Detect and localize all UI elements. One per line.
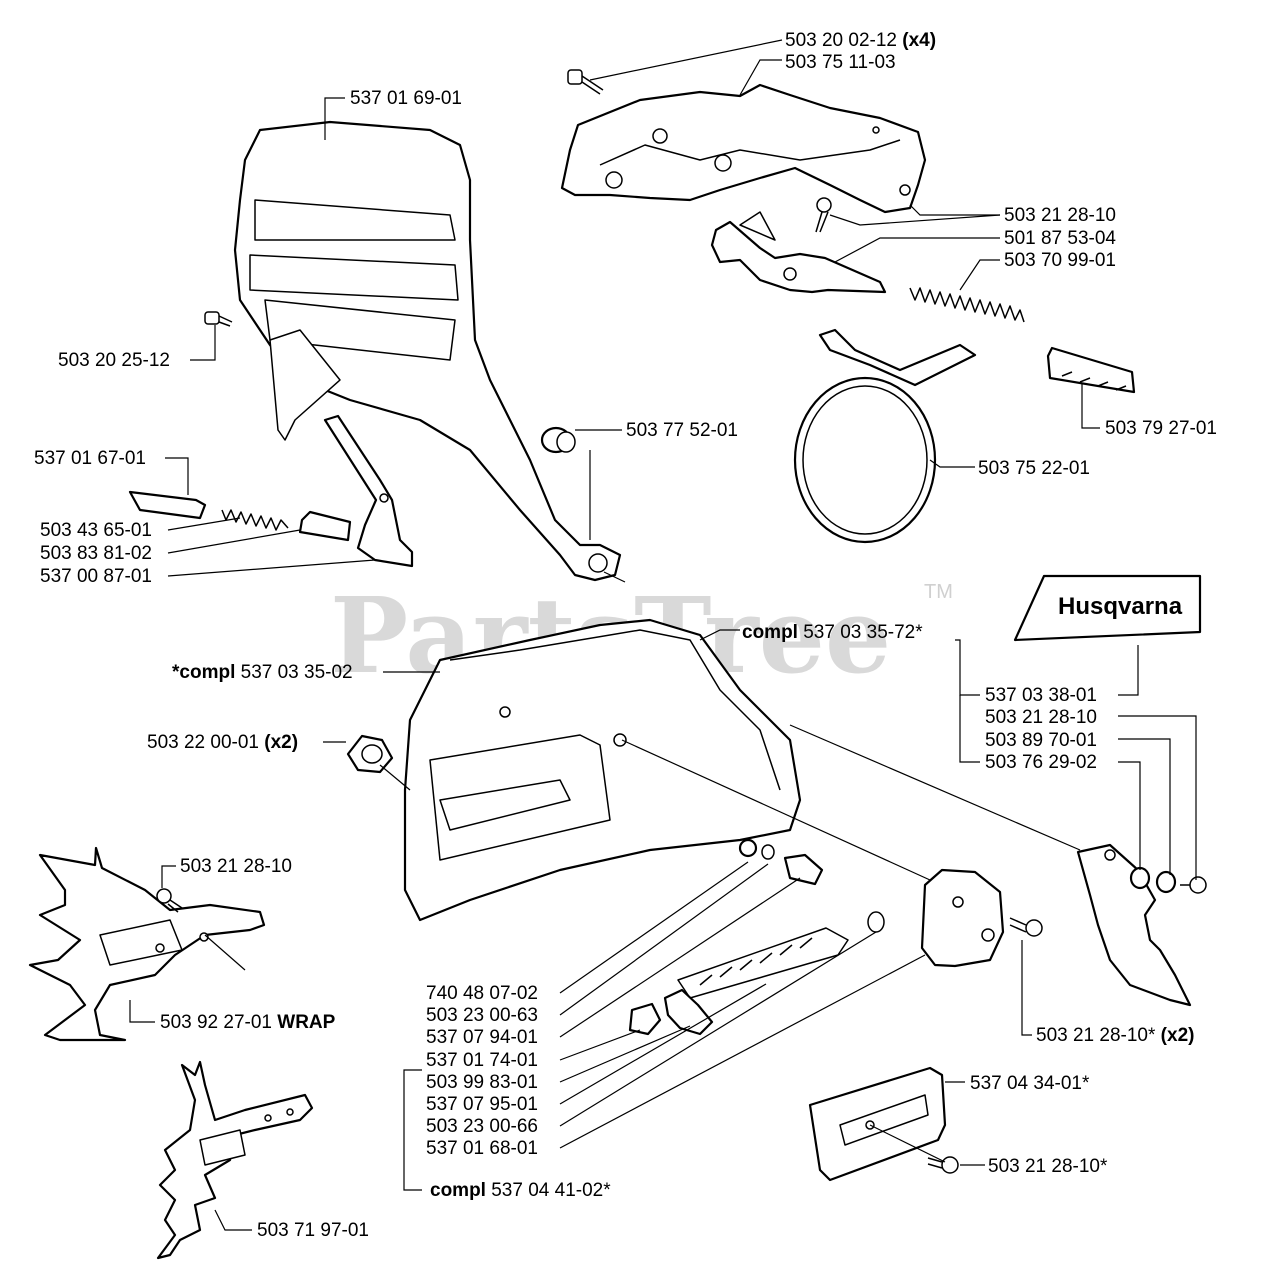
svg-text:503 20 02-12 (x4): 503 20 02-12 (x4) (785, 30, 936, 51)
label-537-03-35-72: 537 03 35-72* (803, 622, 923, 643)
label-503-21-28-10-e: 503 21 28-10* (988, 1156, 1108, 1177)
label-503-70-99-01: 503 70 99-01 (1004, 250, 1116, 271)
label-501-87-53-04: 501 87 53-04 (1004, 228, 1116, 249)
lever-537-00-87-01[interactable] (323, 414, 414, 568)
watermark-tm: TM (924, 581, 953, 603)
label-537-04-41-02: 537 04 41-02* (491, 1180, 611, 1201)
screw-537-04-34-side[interactable] (927, 1156, 959, 1174)
block-503-83-81-02[interactable] (298, 510, 352, 542)
label-503-43-65-01: 503 43 65-01 (40, 520, 152, 541)
label-537-03-35-02: 537 03 35-02 (241, 662, 353, 683)
label-537-07-95-01: 537 07 95-01 (426, 1094, 538, 1115)
brake-band[interactable] (793, 328, 977, 544)
label-503-20-02-12: 503 20 02-12 (785, 30, 897, 51)
decal-brand-text: Husqvarna (1058, 593, 1183, 620)
part-labels: 503 20 02-12 (x4) 503 75 11-03 537 01 69… (34, 30, 1217, 1241)
tensioner-washer[interactable] (738, 838, 775, 860)
brake-lever[interactable] (710, 211, 887, 294)
label-503-76-29-02: 503 76 29-02 (985, 752, 1097, 773)
svg-text:compl 537 03 35-72*: compl 537 03 35-72* (742, 622, 923, 643)
front-handguard[interactable] (233, 120, 622, 582)
label-503-21-28-10-a: 503 21 28-10 (1004, 205, 1116, 226)
label-compl-c: compl (430, 1180, 486, 1201)
label-537-01-74-01: 537 01 74-01 (426, 1050, 538, 1071)
spring-503-70-99-01[interactable] (909, 287, 1025, 323)
bushing-503-77-52-01[interactable] (540, 426, 576, 454)
plate-537-01-68-01[interactable] (920, 868, 1005, 968)
screw-537-01-68-side[interactable] (1009, 917, 1043, 937)
label-503-75-11-03: 503 75 11-03 (785, 52, 896, 73)
chain-guard-plate[interactable] (560, 83, 927, 214)
tensioner-screw[interactable] (677, 927, 849, 999)
screw-503-20-25-12[interactable] (204, 311, 233, 327)
pin-503-79-27-01[interactable] (1046, 346, 1136, 394)
label-503-71-97-01: 503 71 97-01 (257, 1220, 369, 1241)
label-537-00-87-01: 537 00 87-01 (40, 566, 152, 587)
screw-503-21-28-10-bumper[interactable] (156, 888, 183, 913)
label-503-99-83-01: 503 99 83-01 (426, 1072, 538, 1093)
label-537-01-67-01: 537 01 67-01 (34, 448, 146, 469)
tensioner-nut[interactable] (628, 988, 714, 1036)
label-503-23-00-63: 503 23 00-63 (426, 1005, 538, 1026)
screw-503-20-02-12[interactable] (567, 69, 604, 95)
label-503-23-00-66: 503 23 00-66 (426, 1116, 538, 1137)
screw-503-21-28-10-top[interactable] (815, 197, 832, 233)
svg-text:503 21 28-10* (x2): 503 21 28-10* (x2) (1036, 1025, 1194, 1046)
plate-537-01-67-01[interactable] (128, 490, 207, 520)
tensioner-ring[interactable] (867, 911, 885, 933)
label-503-21-28-10-b: 503 21 28-10 (985, 707, 1097, 728)
bumper-spike-small[interactable] (156, 1060, 314, 1260)
nut-503-22-00-01[interactable] (346, 734, 394, 774)
svg-text:503 22 00-01 (x2): 503 22 00-01 (x2) (147, 732, 298, 753)
label-537-03-38-01: 537 03 38-01 (985, 685, 1097, 706)
label-503-77-52-01: 503 77 52-01 (626, 420, 738, 441)
label-503-83-81-02: 503 83 81-02 (40, 543, 152, 564)
label-compl-a: compl (742, 622, 798, 643)
label-503-89-70-01: 503 89 70-01 (985, 730, 1097, 751)
label-503-20-25-12: 503 20 25-12 (58, 350, 170, 371)
husqvarna-decal: Husqvarna (1013, 574, 1202, 642)
cover-plate-537-04-34-01[interactable] (808, 1066, 947, 1182)
label-compl-b: *compl (172, 662, 235, 683)
side-plate-503-76-29-02[interactable] (1076, 843, 1207, 1007)
leader-lines (129, 39, 1197, 1231)
label-537-01-69-01: 537 01 69-01 (350, 88, 462, 109)
label-qty-x4: (x4) (902, 30, 936, 51)
label-537-04-34-01: 537 04 34-01* (970, 1073, 1090, 1094)
svg-text:*compl 537 03 35-02: *compl 537 03 35-02 (172, 662, 353, 683)
label-qty-x2-a: (x2) (264, 732, 298, 753)
spring-503-43-65-01[interactable] (221, 509, 289, 531)
clutch-cover[interactable] (403, 618, 802, 922)
label-503-79-27-01: 503 79 27-01 (1105, 418, 1217, 439)
svg-text:compl 537 04 41-02*: compl 537 04 41-02* (430, 1180, 611, 1201)
label-537-07-94-01: 537 07 94-01 (426, 1027, 538, 1048)
svg-text:503 92 27-01 WRAP: 503 92 27-01 WRAP (160, 1012, 336, 1033)
label-503-21-28-10-d: 503 21 28-10* (1036, 1025, 1156, 1046)
label-wrap: WRAP (277, 1012, 335, 1033)
label-537-01-68-01: 537 01 68-01 (426, 1138, 538, 1159)
label-503-21-28-10-c: 503 21 28-10 (180, 856, 292, 877)
tensioner-gear[interactable] (783, 853, 824, 886)
bumper-spike-wrap[interactable] (28, 846, 266, 1042)
label-503-22-00-01: 503 22 00-01 (147, 732, 259, 753)
label-qty-x2-b: (x2) (1161, 1025, 1195, 1046)
label-503-92-27-01: 503 92 27-01 (160, 1012, 272, 1033)
label-740-48-07-02: 740 48 07-02 (426, 983, 538, 1004)
label-503-75-22-01: 503 75 22-01 (978, 458, 1090, 479)
